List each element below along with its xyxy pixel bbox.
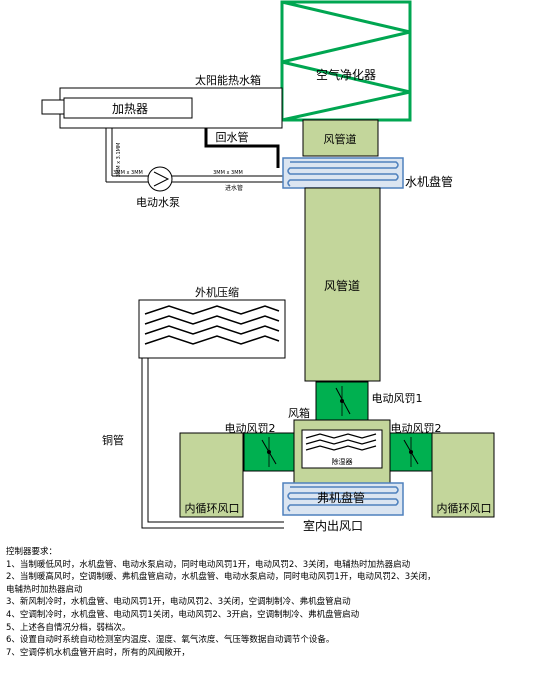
duct-top: 风管道 [302,119,379,157]
inner-loop-left-label: 内循环风口 [185,501,240,515]
heater: 加热器 [41,97,193,119]
supply-pipe: 3MM x 3.1MM 3MM x 3MM 3MM x 3MM 进水管 [105,128,283,192]
supply-pipe-label: 进水管 [225,184,243,192]
return-pipe: 回水管 [204,128,280,168]
air-purifier: 空气净化器 [280,0,412,122]
damper-1-label: 电动风罚1 [372,392,423,405]
damper-2-right-label: 电动风罚2 [391,422,442,435]
dehumidifier-label: 除湿器 [332,457,353,466]
solar-tank-label: 太阳能热水箱 [195,73,261,87]
duct-main-label: 风管道 [324,278,360,293]
note-item: 4、空调制冷时，水机盘管、电动风罚1关闭，电动风罚2、3开启，空调制制冷、弗机盘… [6,609,360,620]
water-coil-label: 水机盘管 [405,174,453,189]
return-pipe-label: 回水管 [216,130,249,144]
water-coil: 水机盘管 [282,157,453,189]
note-item: 2、当制暖高风时，空调制暖、弗机盘管启动，水机盘管、电动水泵启动，同时电动风罚1… [6,572,436,583]
heater-label: 加热器 [112,102,148,116]
inner-loop-outlet-left: 内循环风口 [179,432,244,518]
indoor-outlet-label: 室内出风口 [303,518,363,533]
copper-pipe-label: 铜管 [102,433,124,447]
outdoor-unit: 外机压缩 [138,285,286,359]
note-item: 6、设置自动时系统自动检测室内温度、湿度、氧气浓度、气压等数据自动调节个设备。 [6,635,335,646]
note-item: 5、上述各自情况分档，弱档次。 [6,622,131,633]
fluorine-coil-label: 弗机盘管 [317,490,365,505]
electric-damper-2-left [243,432,295,472]
hvac-system-diagram: 空气净化器 风管道 太阳能热水箱 加热器 回水管 3MM x 3.1MM 3MM… [41,0,495,533]
duct-top-label: 风管道 [324,132,357,146]
electric-damper-2-right [389,432,433,472]
copper-pipe: 铜管 [102,358,284,529]
pipe-size-2: 3MM x 3MM [213,170,243,176]
control-requirements: 控制器要求： 1、当制暖低风时，水机盘管、电动水泵启动，同时电动风罚1开，电动风… [6,546,552,659]
electric-damper-1: 电动风罚1 [315,381,423,421]
note-item: 1、当制暖低风时，水机盘管、电动水泵启动，同时电动风罚1开，电动风罚2、3关闭，… [6,559,411,570]
pump-label: 电动水泵 [136,196,180,209]
fluorine-coil: 弗机盘管 [282,482,404,516]
notes-title: 控制器要求： [6,547,58,557]
damper-2-left-label: 电动风罚2 [225,422,276,435]
electric-pump: 电动水泵 [136,166,180,209]
outdoor-unit-label: 外机压缩 [195,285,239,299]
pipe-size-1: 3MM x 3MM [113,170,143,176]
air-purifier-label: 空气净化器 [316,67,376,82]
air-box-label: 风箱 [288,406,310,420]
dehumidifier: 除湿器 [301,429,383,469]
inner-loop-outlet-right: 内循环风口 [431,432,495,518]
duct-main: 风管道 [304,187,381,382]
note-item: 3、新风制冷时，水机盘管、电动风罚1开，电动风罚2、3关闭，空调制制冷、弗机盘管… [6,597,351,608]
inner-loop-right-label: 内循环风口 [437,501,492,515]
note-item: 电辅热时加热器启动 [6,584,83,595]
pipe-size-vertical: 3MM x 3.1MM [116,143,122,178]
note-item: 7、空调停机水机盘管开启时，所有的风阀敞开， [6,647,190,658]
